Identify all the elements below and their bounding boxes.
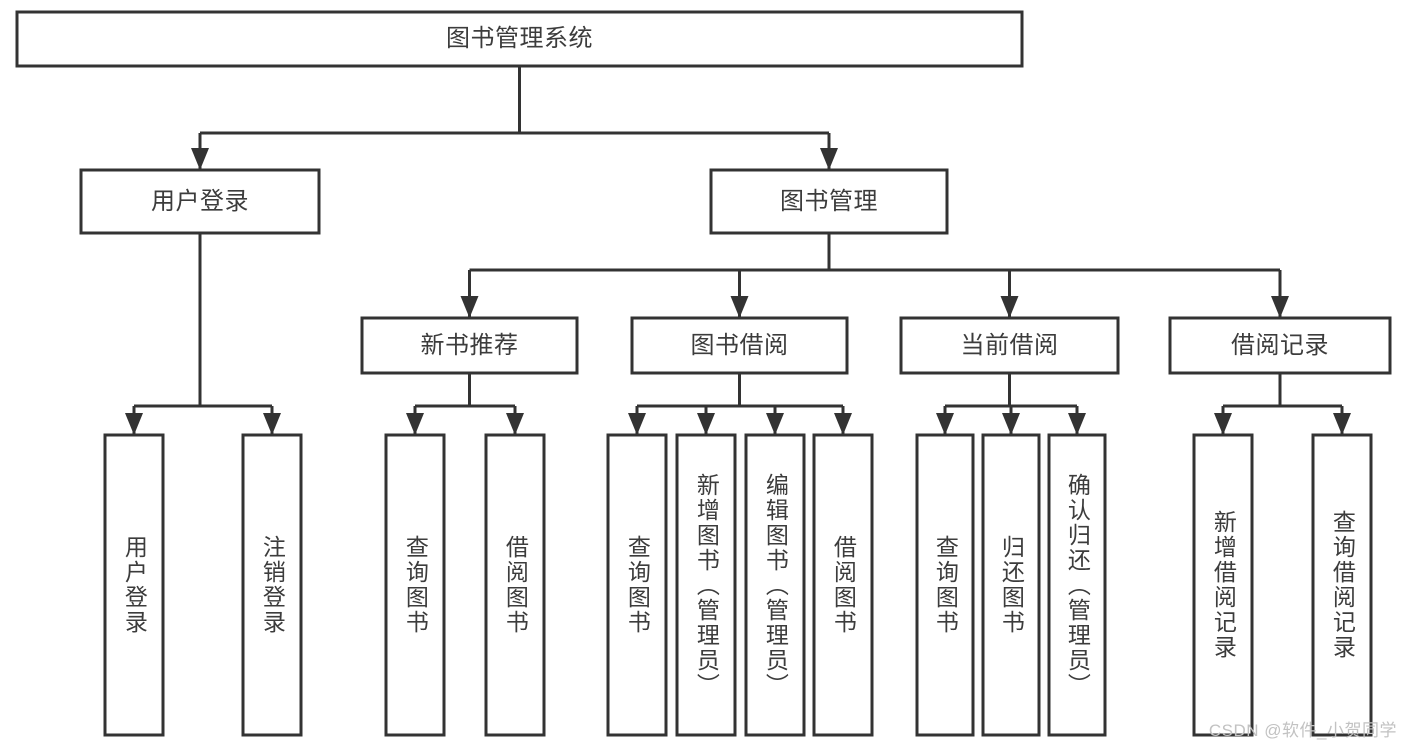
node-leaf-edit-book[interactable] <box>746 435 804 735</box>
node-leaf-borrow-book-2[interactable] <box>814 435 872 735</box>
watermark-text: CSDN @软件_小贺同学 <box>1208 721 1397 740</box>
node-box-new-book-recommend[interactable] <box>360 316 579 375</box>
arrow-head-icon <box>628 413 646 435</box>
node-leaf-user-login[interactable] <box>105 435 163 735</box>
arrow-head-icon <box>697 413 715 435</box>
node-leaf-return-book[interactable] <box>983 435 1039 735</box>
node-leaf-borrow-book-1[interactable] <box>486 435 544 735</box>
node-box-leaf-query-book-3[interactable] <box>915 433 975 737</box>
node-book-management[interactable] <box>711 170 947 233</box>
arrow-head-icon <box>834 413 852 435</box>
node-box-leaf-add-record[interactable] <box>1192 433 1254 737</box>
node-leaf-add-record[interactable] <box>1194 435 1252 735</box>
edge-group-user-login <box>125 233 281 435</box>
arrow-head-icon <box>506 413 524 435</box>
node-leaf-query-book-2[interactable] <box>608 435 666 735</box>
edge-group-borrow-record <box>1214 373 1351 435</box>
node-box-leaf-user-login[interactable] <box>103 433 165 737</box>
arrow-head-icon <box>936 413 954 435</box>
arrow-head-icon <box>460 296 479 318</box>
arrow-head-icon <box>730 296 749 318</box>
edge-group-book-management <box>460 233 1289 318</box>
edge-group-current-borrow <box>936 373 1086 435</box>
arrow-head-icon <box>1271 296 1289 318</box>
edge-group-root <box>191 66 838 170</box>
node-box-leaf-return-book[interactable] <box>981 433 1041 737</box>
arrow-head-icon <box>1002 413 1020 435</box>
arrow-head-icon <box>406 413 424 435</box>
node-book-borrow[interactable] <box>632 318 847 373</box>
node-leaf-user-logout[interactable] <box>243 435 301 735</box>
node-leaf-confirm-return[interactable] <box>1049 435 1105 735</box>
node-leaf-add-book[interactable] <box>677 435 735 735</box>
node-box-current-borrow[interactable] <box>899 316 1120 375</box>
arrow-head-icon <box>1214 413 1232 435</box>
node-box-leaf-borrow-book-2[interactable] <box>812 433 874 737</box>
arrow-head-icon <box>1333 413 1351 435</box>
node-box-leaf-add-book[interactable] <box>675 433 737 737</box>
node-box-leaf-confirm-return[interactable] <box>1047 433 1107 737</box>
edge-group-book-borrow <box>628 373 852 435</box>
node-box-borrow-record[interactable] <box>1168 316 1392 375</box>
node-leaf-query-record[interactable] <box>1313 435 1371 735</box>
arrow-head-icon <box>125 413 143 435</box>
arrow-head-icon <box>820 148 838 170</box>
node-box-leaf-query-book-1[interactable] <box>384 433 446 737</box>
node-borrow-record[interactable] <box>1170 318 1390 373</box>
arrow-head-icon <box>263 413 281 435</box>
node-user-login[interactable] <box>81 170 319 233</box>
node-box-leaf-query-record[interactable] <box>1311 433 1373 737</box>
arrow-head-icon <box>1068 413 1086 435</box>
node-box-book-borrow[interactable] <box>630 316 849 375</box>
node-box-root[interactable] <box>15 10 1024 68</box>
node-leaf-query-book-1[interactable] <box>386 435 444 735</box>
node-leaf-query-book-3[interactable] <box>917 435 973 735</box>
node-root[interactable] <box>17 12 1022 66</box>
node-new-book-recommend[interactable] <box>362 318 577 373</box>
node-box-user-login[interactable] <box>79 168 321 235</box>
node-box-leaf-edit-book[interactable] <box>744 433 806 737</box>
node-current-borrow[interactable] <box>901 318 1118 373</box>
node-box-leaf-borrow-book-1[interactable] <box>484 433 546 737</box>
node-box-book-management[interactable] <box>709 168 949 235</box>
arrow-head-icon <box>766 413 784 435</box>
arrow-head-icon <box>191 148 209 170</box>
arrow-head-icon <box>1000 296 1019 318</box>
node-box-leaf-user-logout[interactable] <box>241 433 303 737</box>
node-box-leaf-query-book-2[interactable] <box>606 433 668 737</box>
edge-group-new-book-recommend <box>406 373 524 435</box>
